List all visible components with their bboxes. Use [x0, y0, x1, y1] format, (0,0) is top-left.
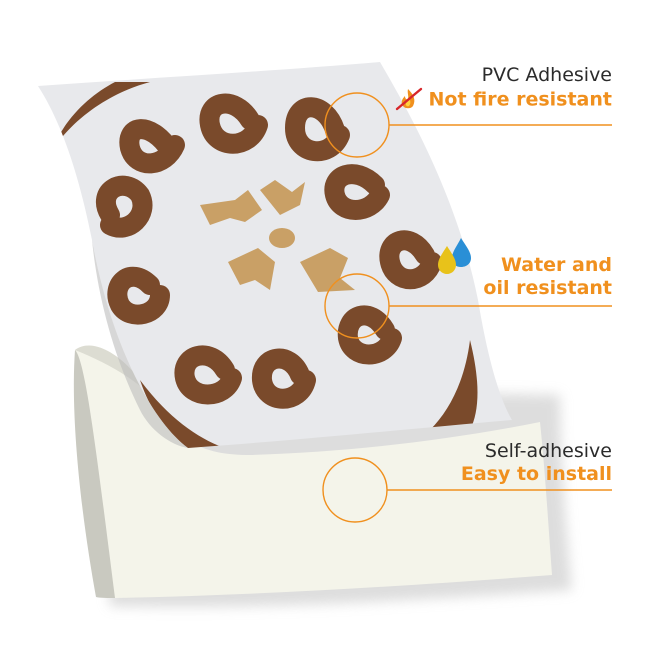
water-oil-drops-icon: [433, 236, 477, 280]
callout-markers: [322, 92, 612, 523]
feature-pvc: PVC Adhesive Not fire resistant: [394, 64, 612, 115]
feature-pvc-subtitle: Not fire resistant: [428, 88, 612, 111]
feature-water: Water and oil resistant: [438, 238, 612, 300]
feature-pvc-title: PVC Adhesive: [481, 64, 612, 86]
no-fire-icon: [394, 87, 424, 115]
backing-paper: [73, 345, 552, 598]
feature-self-subtitle: Easy to install: [460, 462, 612, 485]
feature-self-adhesive: Self-adhesive Easy to install: [461, 440, 612, 486]
feature-water-subtitle-line2: oil resistant: [483, 276, 612, 299]
sticker-tile: [38, 62, 512, 448]
swirl-pattern: [96, 93, 442, 409]
feature-water-subtitle-line1: Water and: [500, 254, 612, 276]
centre-motif: [200, 180, 355, 292]
feature-self-title: Self-adhesive: [484, 440, 612, 462]
